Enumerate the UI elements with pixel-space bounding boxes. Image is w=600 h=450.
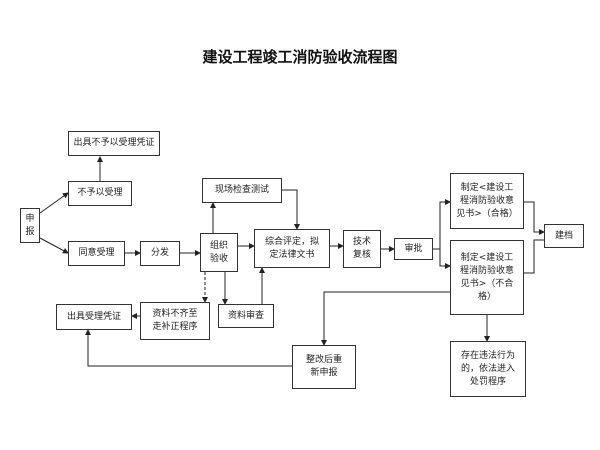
node-onsite-test: 现场检查测试 — [202, 178, 282, 203]
node-incomplete: 资料不齐至 走补正程序 — [140, 302, 210, 340]
node-dispatch: 分发 — [140, 241, 180, 266]
node-rectify: 整改后重 新申报 — [292, 345, 356, 389]
node-approve: 审批 — [394, 238, 433, 260]
node-illegal: 存在违法行为 的，依法进入 处罚程序 — [450, 341, 526, 397]
node-accept-cert: 出具受理凭证 — [56, 304, 132, 330]
node-doc-review: 资料审查 — [218, 304, 274, 328]
node-no-accept-cert: 出具不予以受理凭证 — [68, 131, 160, 156]
node-evaluate: 综合评定，拟 定法律文书 — [254, 229, 330, 268]
node-accept: 同意受理 — [68, 241, 125, 266]
node-fail-doc: 制定<建设工 程消防验收意 见书>（不合 格） — [450, 240, 524, 315]
node-archive: 建档 — [544, 224, 584, 248]
page-title: 建设工程竣工消防验收流程图 — [202, 48, 398, 66]
node-no-accept: 不予以受理 — [68, 181, 132, 206]
node-organize: 组织 验收 — [200, 233, 238, 272]
node-tech-review: 技术 复核 — [343, 230, 381, 268]
node-apply: 申 报 — [20, 208, 40, 243]
node-pass-doc: 制定<建设工 程消防验收意 见书>（合格） — [450, 173, 524, 229]
